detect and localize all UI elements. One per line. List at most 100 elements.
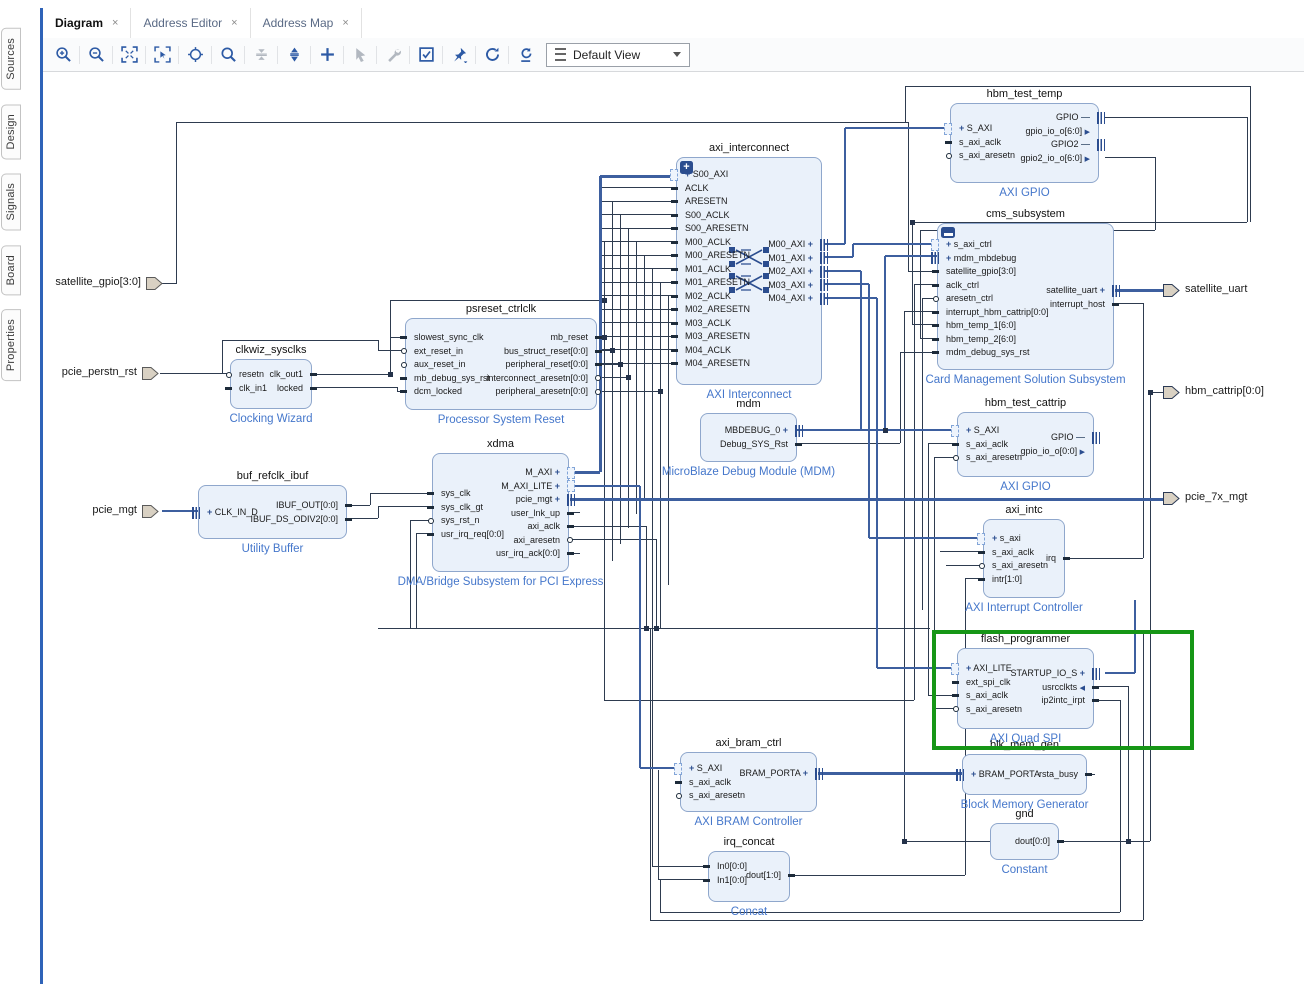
wire[interactable]	[1150, 392, 1151, 841]
port-s-axi-aclk[interactable]: s_axi_aclk	[689, 777, 731, 788]
pin-connector[interactable]	[946, 153, 952, 159]
wire[interactable]	[658, 879, 708, 880]
wire[interactable]	[650, 628, 930, 629]
tab-address-editor[interactable]: Address Editor×	[131, 8, 250, 38]
pin-icon[interactable]	[446, 43, 472, 67]
pin-connector[interactable]	[567, 480, 575, 492]
wire[interactable]	[602, 187, 676, 188]
port-m04-aclk[interactable]: M04_ACLK	[685, 345, 731, 356]
diagram-canvas[interactable]: clkwiz_sysclksClocking Wizardresetnclk_i…	[43, 71, 1304, 984]
wire[interactable]	[660, 912, 1120, 913]
zoom-fit-icon[interactable]	[116, 43, 142, 67]
pin-connector[interactable]	[977, 533, 985, 545]
pin-connector[interactable]	[567, 552, 574, 555]
port-sys-clk[interactable]: sys_clk	[441, 488, 471, 499]
port-m03-aclk[interactable]: M03_ACLK	[685, 318, 731, 329]
validate-design-icon[interactable]	[413, 43, 439, 67]
sidebar-tab-sources[interactable]: Sources	[1, 28, 21, 90]
wire[interactable]	[904, 311, 905, 841]
pin-connector[interactable]	[703, 879, 710, 882]
pin-connector[interactable]	[595, 336, 602, 339]
wire[interactable]	[824, 256, 853, 258]
pin-connector[interactable]	[595, 389, 601, 395]
port-s-axi-ctrl[interactable]: + s_axi_ctrl	[946, 239, 992, 250]
wire[interactable]	[824, 270, 861, 272]
wire[interactable]	[378, 506, 432, 507]
port-hbm-temp-1-6-0-[interactable]: hbm_temp_1[6:0]	[946, 320, 1016, 331]
external-port-pcie-perstn-rst[interactable]: pcie_perstn_rst	[142, 367, 159, 380]
block-type-label[interactable]: AXI Interrupt Controller	[965, 602, 1083, 614]
refresh-icon[interactable]	[479, 43, 505, 67]
pin-connector[interactable]	[1057, 840, 1064, 843]
port-mdm-debug-sys-rst[interactable]: mdm_debug_sys_rst	[946, 347, 1030, 358]
pin-connector[interactable]	[1112, 285, 1120, 297]
wire[interactable]	[860, 271, 862, 430]
ip-block-axi_intc[interactable]: axi_intcAXI Interrupt Controller+ s_axis…	[983, 519, 1065, 598]
port-m-axi-lite[interactable]: M_AXI_LITE +	[501, 481, 560, 492]
port-locked[interactable]: locked	[277, 383, 303, 394]
pin-connector[interactable]	[820, 279, 828, 291]
wire[interactable]	[824, 297, 877, 299]
block-type-label[interactable]: AXI GPIO	[1000, 481, 1051, 493]
wire[interactable]	[658, 770, 659, 879]
port-mbdebug-0[interactable]: MBDEBUG_0 +	[725, 425, 788, 436]
pin-connector[interactable]	[671, 241, 678, 244]
wire[interactable]	[1057, 841, 1150, 842]
pin-connector[interactable]	[1092, 432, 1100, 444]
wire[interactable]	[652, 866, 708, 867]
port-sys-rst-n[interactable]: sys_rst_n	[441, 515, 480, 526]
wire[interactable]	[885, 255, 937, 257]
pin-connector[interactable]	[674, 763, 682, 775]
pin-connector[interactable]	[595, 350, 602, 353]
wire[interactable]	[602, 295, 676, 296]
center-view-icon[interactable]	[182, 43, 208, 67]
port-interrupt-host[interactable]: interrupt_host	[1050, 299, 1105, 310]
wire[interactable]	[604, 241, 605, 700]
block-type-label[interactable]: Utility Buffer	[242, 543, 304, 555]
ip-block-axi_interconnect[interactable]: axi_interconnectAXI Interconnect++ S00_A…	[676, 157, 822, 385]
wire[interactable]	[410, 520, 411, 628]
wire[interactable]	[370, 493, 432, 494]
port-ibuf-ds-odiv2-0-0-[interactable]: IBUF_DS_ODIV2[0:0]	[250, 514, 338, 525]
port-gpio2[interactable]: GPIO2 —	[1051, 139, 1090, 150]
pin-connector[interactable]	[671, 254, 678, 257]
external-port-satellite-gpio-3-0-[interactable]: satellite_gpio[3:0]	[146, 277, 163, 290]
wire[interactable]	[597, 391, 660, 392]
port-intr-1-0-[interactable]: intr[1:0]	[992, 574, 1022, 585]
wire[interactable]	[908, 122, 909, 271]
pin-connector[interactable]	[1085, 773, 1092, 776]
port-interconnect-aresetn-0-0-[interactable]: interconnect_aresetn[0:0]	[486, 373, 588, 384]
wire[interactable]	[602, 268, 676, 269]
pin-connector[interactable]	[401, 348, 407, 354]
wire[interactable]	[602, 336, 676, 337]
collapse-hierarchy-icon[interactable]	[248, 43, 274, 67]
pin-connector[interactable]	[932, 324, 939, 327]
pin-connector[interactable]	[192, 507, 200, 519]
wire[interactable]	[652, 628, 653, 866]
wire[interactable]	[602, 201, 676, 202]
pin-connector[interactable]	[401, 362, 407, 368]
port-dcm-locked[interactable]: dcm_locked	[414, 386, 462, 397]
pin-connector[interactable]	[1063, 557, 1070, 560]
pin-connector[interactable]	[670, 169, 678, 181]
pin-connector[interactable]	[795, 443, 802, 446]
block-type-label[interactable]: Constant	[1001, 864, 1047, 876]
port-aclk[interactable]: ACLK	[685, 183, 709, 194]
port-ext-reset-in[interactable]: ext_reset_in	[414, 346, 463, 357]
port-pcie-mgt[interactable]: pcie_mgt +	[516, 494, 560, 505]
port-s-axi-aresetn[interactable]: s_axi_aresetn	[992, 560, 1048, 571]
close-tab-icon[interactable]: ×	[231, 17, 237, 29]
port-satellite-gpio-3-0-[interactable]: satellite_gpio[3:0]	[946, 266, 1016, 277]
ip-block-mdm[interactable]: mdmMicroBlaze Debug Module (MDM)MBDEBUG_…	[700, 413, 797, 462]
pin-connector[interactable]	[567, 525, 574, 528]
port-mb-debug-sys-rst[interactable]: mb_debug_sys_rst	[414, 373, 490, 384]
wire[interactable]	[602, 228, 676, 229]
pin-connector[interactable]	[400, 390, 407, 393]
block-type-label[interactable]: Card Management Solution Subsystem	[925, 374, 1125, 386]
pin-connector[interactable]	[932, 270, 939, 273]
wire[interactable]	[620, 214, 621, 544]
wire[interactable]	[845, 127, 950, 129]
wire[interactable]	[602, 214, 676, 215]
wire[interactable]	[646, 526, 647, 628]
wire[interactable]	[602, 282, 676, 283]
